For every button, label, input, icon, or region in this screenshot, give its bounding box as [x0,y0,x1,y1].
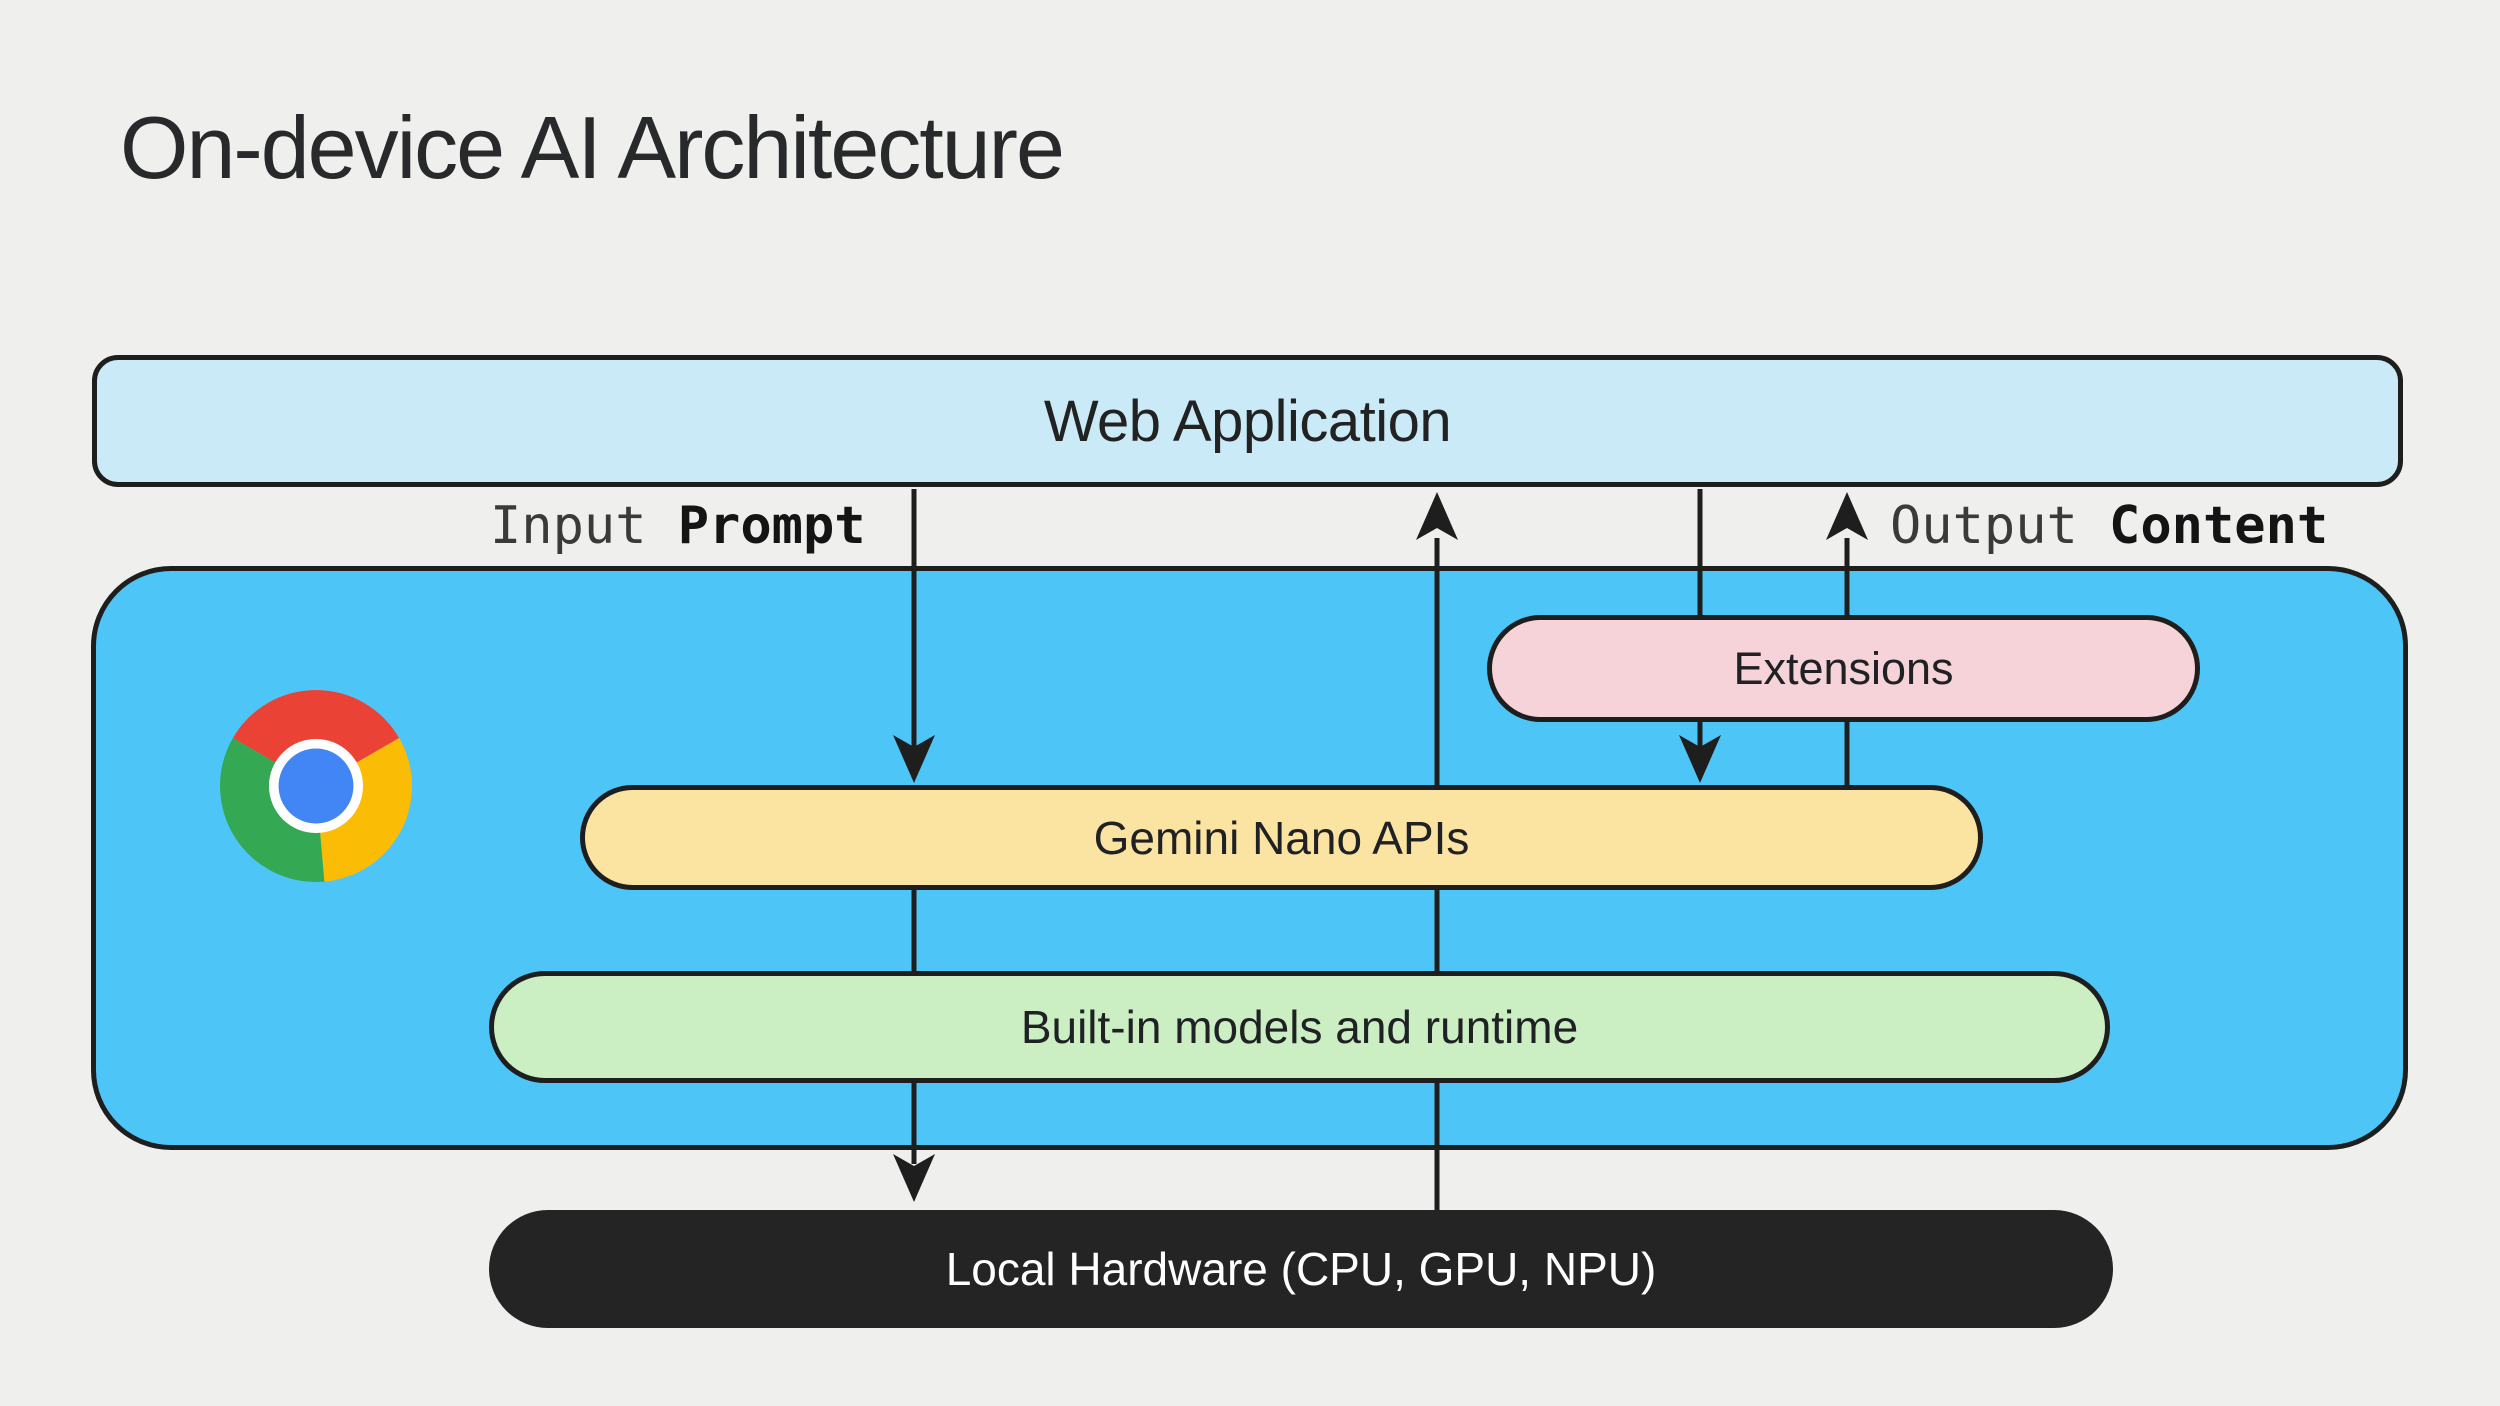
input-label-prefix: Input [490,496,647,556]
output-content-label: Output Content [1890,497,2328,555]
chrome-logo-green-segment [220,738,325,882]
chrome-logo-blue-center [278,748,354,824]
input-prompt-label: Input Prompt [490,497,866,555]
web-application-box: Web Application [92,355,2403,487]
page-title: On-device AI Architecture [120,98,1065,197]
builtin-models-runtime-pill: Built-in models and runtime [489,971,2110,1083]
output-label-prefix: Output [1890,496,2078,556]
input-label-emphasis: Prompt [677,496,866,556]
output-label-emphasis: Content [2109,496,2329,556]
web-application-label: Web Application [1043,388,1452,454]
local-hardware-pill: Local Hardware (CPU, GPU, NPU) [489,1210,2113,1328]
gemini-nano-apis-pill: Gemini Nano APIs [580,785,1983,890]
builtin-models-runtime-label: Built-in models and runtime [1020,1001,1579,1053]
extensions-pill: Extensions [1487,615,2200,722]
chrome-logo-icon [220,690,412,882]
chrome-logo-red-segment [232,690,400,786]
extensions-label: Extensions [1733,642,1954,694]
gemini-nano-apis-label: Gemini Nano APIs [1093,811,1470,864]
local-hardware-label: Local Hardware (CPU, GPU, NPU) [945,1243,1657,1295]
